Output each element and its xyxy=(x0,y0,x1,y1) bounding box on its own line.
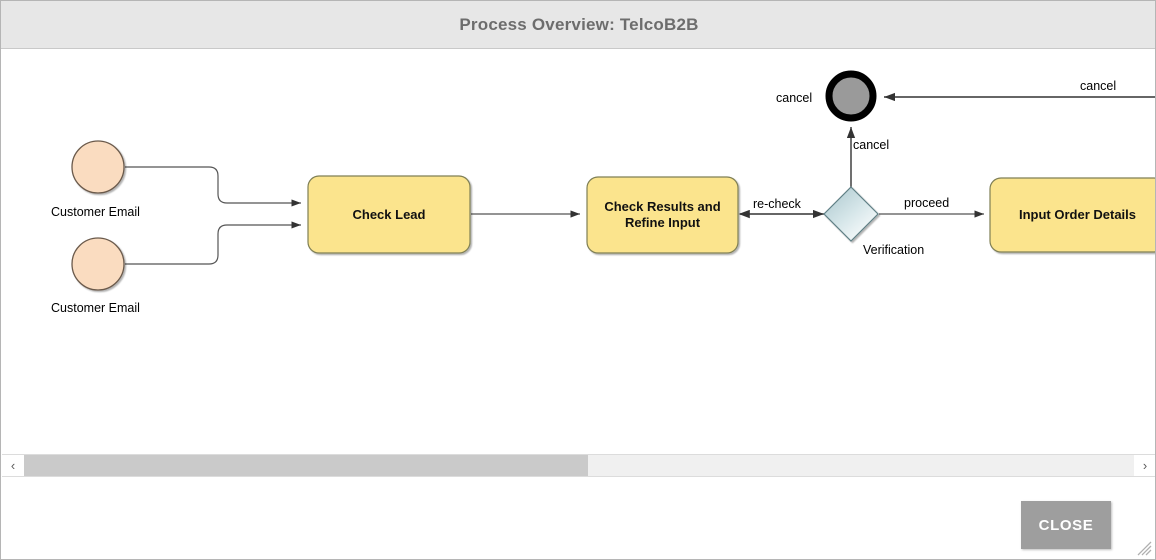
start-event-2-label: Customer Email xyxy=(51,301,140,315)
task-label-check-results: Check Results and Refine Input xyxy=(604,199,721,230)
close-button[interactable]: CLOSE xyxy=(1021,501,1111,549)
page-title: Process Overview: TelcoB2B xyxy=(459,15,699,34)
resize-grip-icon[interactable] xyxy=(1136,540,1152,556)
end-event[interactable] xyxy=(825,70,877,122)
edge-label-cancel-left: cancel xyxy=(776,91,813,105)
task-check-results[interactable] xyxy=(586,176,739,254)
gateway-label-verification: Verification xyxy=(863,243,925,257)
task-input-order-details[interactable] xyxy=(989,177,1156,253)
task-label-check-lead: Check Lead xyxy=(352,206,426,222)
start-event-2[interactable] xyxy=(71,237,125,291)
scrollbar-track[interactable] xyxy=(24,455,1134,476)
bpmn-diagram xyxy=(71,70,1156,291)
start-event-1-label: Customer Email xyxy=(51,205,140,219)
edge-label-cancel-gateway: cancel xyxy=(853,138,890,152)
dialog-footer: CLOSE xyxy=(2,477,1155,559)
connector-start2-to-check-lead xyxy=(125,221,301,265)
dialog-titlebar: Process Overview: TelcoB2B xyxy=(1,1,1155,49)
edge-label-proceed: proceed xyxy=(904,196,950,210)
scrollbar-thumb[interactable] xyxy=(24,455,588,476)
scroll-right-arrow-icon[interactable]: › xyxy=(1134,455,1155,476)
connector-start1-to-check-lead xyxy=(125,166,301,207)
gateway-verification[interactable] xyxy=(823,186,879,242)
start-event-1[interactable] xyxy=(71,140,125,194)
task-check-lead[interactable] xyxy=(307,175,471,254)
horizontal-scrollbar[interactable]: ‹ › xyxy=(2,454,1155,477)
scroll-left-arrow-icon[interactable]: ‹ xyxy=(2,455,24,476)
edge-label-re-check: re-check xyxy=(753,197,801,211)
diagram-canvas[interactable]: Check Lead Check Results and Refine Inpu… xyxy=(2,49,1156,454)
task-label-input-order-details: Input Order Details xyxy=(1018,207,1137,222)
edge-label-cancel-right: cancel xyxy=(1080,79,1117,93)
